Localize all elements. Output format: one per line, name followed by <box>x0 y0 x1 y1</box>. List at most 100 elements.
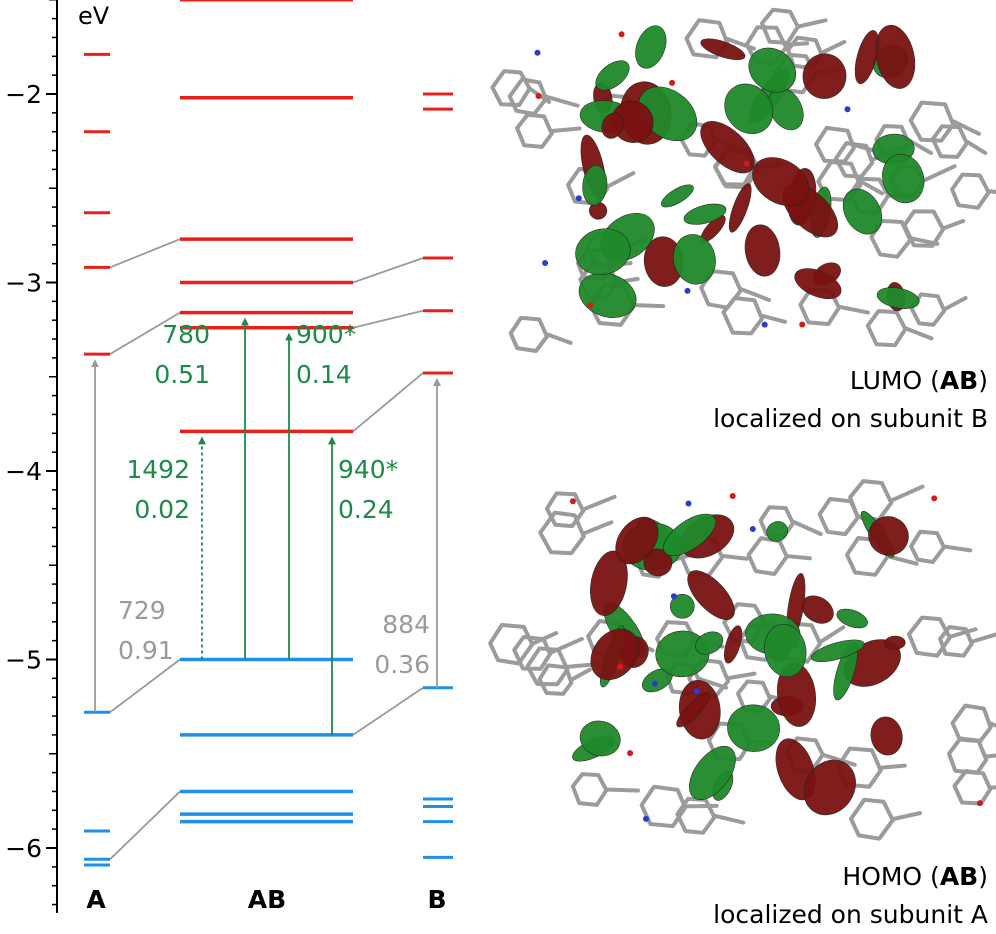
molecule-bond <box>819 39 847 55</box>
molecule-bond <box>986 189 996 194</box>
level-correlation-line <box>109 238 181 269</box>
molecule-bond <box>720 553 750 561</box>
orbital-lobe <box>689 746 736 800</box>
level-correlation-lines <box>109 238 424 860</box>
homo-caption-title: HOMO (AB) <box>842 862 988 891</box>
molecule-atom <box>534 49 541 56</box>
molecule-atom <box>669 79 676 86</box>
molecule-bond <box>818 625 846 645</box>
molecule-bond <box>631 303 666 309</box>
axis-tick-label: −5 <box>5 646 42 675</box>
orbital-lobe <box>589 201 608 220</box>
lumo-orbital-molecule-image <box>490 7 996 353</box>
molecule-ring <box>938 625 974 658</box>
axis-tick-label: −2 <box>5 80 42 109</box>
molecule-bond <box>951 119 981 136</box>
orbital-lobe <box>683 203 727 225</box>
molecule-atom <box>618 31 625 38</box>
molecule-atom <box>575 195 582 202</box>
transition-strength-label: 0.36 <box>374 650 430 679</box>
transition-strength-label: 0.02 <box>134 495 190 524</box>
molecule-ring <box>512 635 552 671</box>
molecule-atom <box>587 302 594 309</box>
molecule-atom <box>542 260 549 266</box>
orbital-lobe <box>676 692 711 728</box>
molecule-ring <box>950 172 991 210</box>
molecule-bond <box>581 494 617 512</box>
axis-tick-label: −6 <box>5 834 42 863</box>
orbital-lobe <box>615 516 659 565</box>
orbital-lobe <box>766 521 788 542</box>
molecule-bond <box>989 721 996 728</box>
transition-strength-label: 0.91 <box>118 636 174 665</box>
molecule-bond <box>889 484 925 503</box>
molecule-ring <box>902 209 946 248</box>
molecule-ring <box>721 296 764 336</box>
molecule-bond <box>837 304 870 315</box>
orbital-lobe <box>748 47 797 93</box>
molecule-ring <box>488 623 535 666</box>
orbital-lobe <box>803 759 856 816</box>
transition-strength-label: 0.24 <box>338 495 394 524</box>
molecule-bond <box>890 811 922 822</box>
molecule-bond <box>545 332 573 345</box>
orbital-lobe <box>575 228 631 276</box>
molecule-bond <box>604 787 640 793</box>
energy-axis: eV −2−3−4−5−6 <box>5 0 110 913</box>
molecule-bond <box>942 295 968 312</box>
orbital-lobe <box>672 234 716 285</box>
orbital-lobe <box>884 635 906 650</box>
molecule-atom <box>729 493 736 499</box>
orbital-lobe <box>764 623 807 678</box>
level-correlation-line <box>352 687 424 736</box>
molecule-bond <box>791 519 823 536</box>
molecule-ring <box>490 69 532 108</box>
molecule-ring <box>570 772 609 807</box>
molecule-bond <box>920 164 957 183</box>
molecule-ring <box>909 529 946 564</box>
molecule-bond <box>697 677 729 690</box>
molecule-bond <box>947 627 978 639</box>
orbital-lobe <box>582 165 608 206</box>
molecule-atom <box>627 750 634 757</box>
molecule-atom <box>844 106 851 113</box>
orbital-lobe <box>854 30 879 85</box>
molecule-ring <box>508 315 549 353</box>
molecule-ring <box>545 491 586 529</box>
column-label-ab: AB <box>248 885 286 914</box>
orbital-lobe <box>868 516 909 556</box>
molecule-bond <box>760 313 787 324</box>
orbital-lobe <box>687 570 735 620</box>
molecule-bond <box>852 142 876 153</box>
transition-strength-label: 0.51 <box>154 360 210 389</box>
orbital-lobe <box>875 24 916 89</box>
orbital-lobe <box>595 60 630 91</box>
level-correlation-line <box>109 658 181 713</box>
column-label-b: B <box>427 885 446 914</box>
molecule-bond <box>582 520 614 536</box>
molecule-bond <box>878 763 907 770</box>
molecule-bond <box>903 326 934 341</box>
molecule-bond <box>941 544 973 553</box>
molecule-bond <box>683 803 719 809</box>
energy-levels <box>84 0 453 867</box>
transition-wavelength-label: 884 <box>382 610 430 639</box>
molecule-bond <box>858 179 885 196</box>
orbital-lobe <box>670 594 695 619</box>
axis-tick-label: −4 <box>5 457 42 486</box>
molecule-ring <box>865 309 908 348</box>
molecule-bond <box>605 171 636 189</box>
orbital-lobe <box>590 628 639 681</box>
transition-strength-label: 0.14 <box>296 360 352 389</box>
orbital-lobe <box>700 38 746 61</box>
molecule-atom <box>535 93 542 99</box>
molecule-ring <box>908 100 956 143</box>
level-correlation-line <box>352 372 424 433</box>
molecule-atom <box>749 526 756 532</box>
molecule-bond <box>712 813 746 825</box>
orbital-lobe <box>810 639 865 663</box>
level-correlation-line <box>352 257 424 284</box>
orbital-lobe <box>695 631 724 655</box>
molecule-bond <box>984 753 996 759</box>
